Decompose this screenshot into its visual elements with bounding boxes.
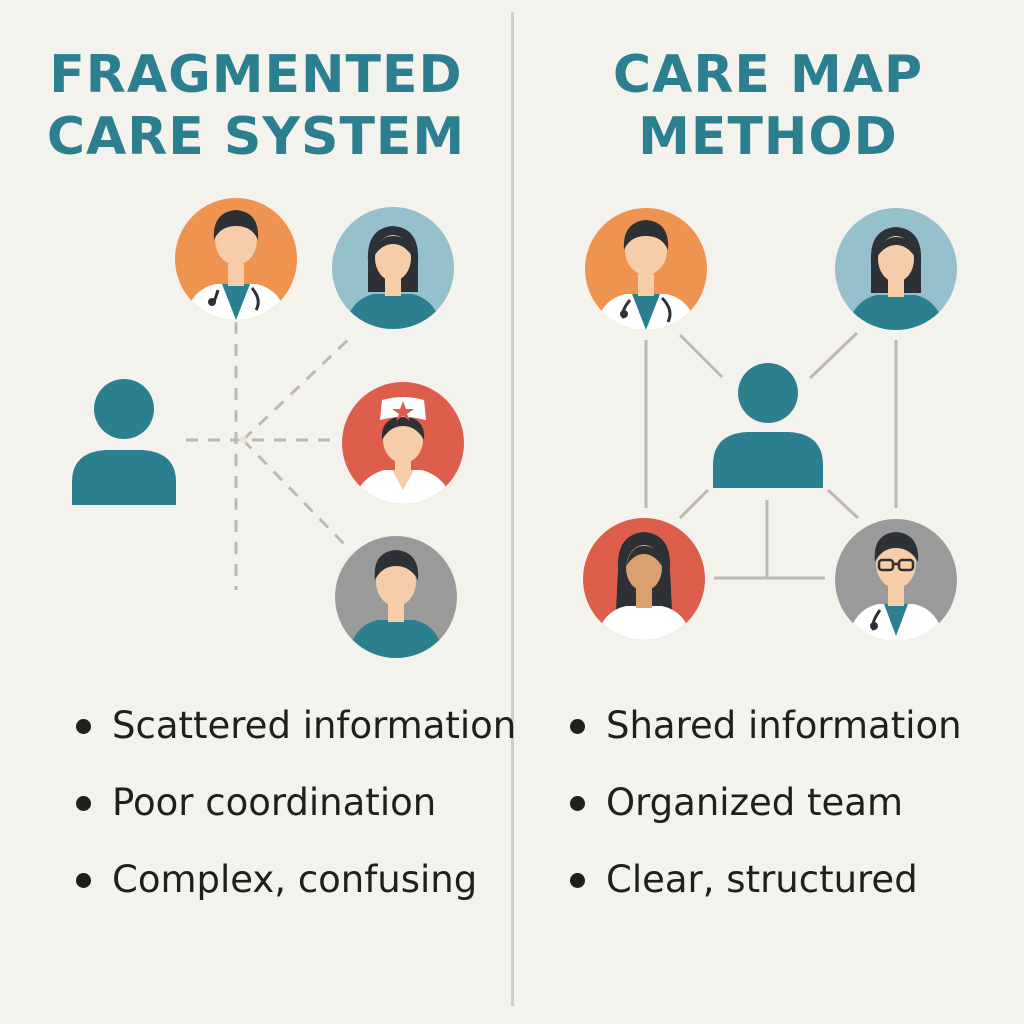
care-map-title: CARE MAP METHOD <box>512 44 1024 168</box>
title-line-1: FRAGMENTED <box>0 44 512 106</box>
dashed-connectors <box>186 322 352 590</box>
doctor-avatar-orange <box>585 208 707 340</box>
title-line-2: METHOD <box>512 106 1024 168</box>
connector-top-right <box>810 333 857 378</box>
woman-avatar-red <box>583 518 705 650</box>
bullet-text: Clear, structured <box>606 858 918 901</box>
bullet-item: Shared information <box>564 695 962 772</box>
connector-top-left <box>680 335 722 377</box>
doctor-avatar-gray <box>835 519 957 650</box>
title-line-1: CARE MAP <box>512 44 1024 106</box>
dashed-connector-upper <box>243 336 352 440</box>
man-avatar-gray <box>335 536 457 665</box>
bullet-text: Organized team <box>606 781 903 824</box>
fragmented-care-diagram <box>0 180 512 670</box>
patient-icon <box>713 363 823 488</box>
care-map-panel: CARE MAP METHOD <box>512 0 1024 1024</box>
connector-bottom-right <box>828 490 858 518</box>
care-map-bullets: Shared information Organized team Clear,… <box>564 695 962 926</box>
fragmented-care-panel: FRAGMENTED CARE SYSTEM <box>0 0 512 1024</box>
fragmented-care-title: FRAGMENTED CARE SYSTEM <box>0 44 512 168</box>
bullet-text: Scattered information <box>112 704 516 747</box>
bullet-dot <box>76 873 91 888</box>
woman-avatar-blue <box>332 207 454 340</box>
doctor-avatar-orange <box>175 198 297 330</box>
bullet-text: Poor coordination <box>112 781 436 824</box>
bullet-text: Complex, confusing <box>112 858 477 901</box>
bullet-item: Complex, confusing <box>70 849 516 926</box>
bullet-item: Scattered information <box>70 695 516 772</box>
bullet-dot <box>76 719 91 734</box>
woman-avatar-blue <box>835 208 957 341</box>
patient-icon <box>72 379 176 505</box>
bullet-item: Organized team <box>564 772 962 849</box>
bullet-text: Shared information <box>606 704 962 747</box>
bullet-item: Poor coordination <box>70 772 516 849</box>
care-map-diagram <box>512 180 1024 670</box>
bullet-dot <box>76 796 91 811</box>
bullet-dot <box>570 719 585 734</box>
nurse-avatar-red <box>342 382 464 510</box>
connector-bottom-left <box>680 490 708 518</box>
bullet-dot <box>570 796 585 811</box>
title-line-2: CARE SYSTEM <box>0 106 512 168</box>
bullet-dot <box>570 873 585 888</box>
connector-hub <box>239 436 247 444</box>
fragmented-care-bullets: Scattered information Poor coordination … <box>70 695 516 926</box>
dashed-connector-lower <box>243 440 348 548</box>
bullet-item: Clear, structured <box>564 849 962 926</box>
